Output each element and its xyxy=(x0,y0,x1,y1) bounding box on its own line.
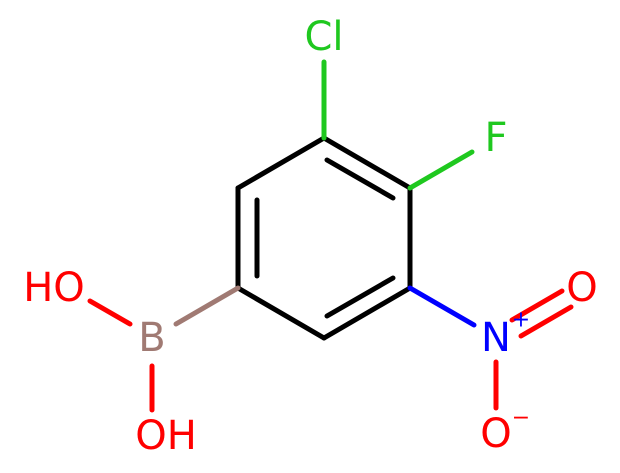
atom-boron: B xyxy=(138,315,165,361)
charge-oxygen-minus: − xyxy=(512,406,530,431)
charge-nitrogen-plus: + xyxy=(512,308,530,333)
ring-bonds xyxy=(235,135,413,341)
atom-oxygen-double: O xyxy=(566,265,597,311)
atom-oxygen-single: O xyxy=(480,411,511,457)
bond-c1-c2 xyxy=(321,135,413,191)
atom-chlorine: Cl xyxy=(304,14,343,60)
atom-hydroxyl-top: HO xyxy=(23,265,85,311)
bond-c2-f xyxy=(407,149,475,191)
substituent-bonds xyxy=(87,59,574,413)
bond-inner-c1-c2 xyxy=(324,157,396,201)
bond-c3-n xyxy=(407,285,477,328)
bond-c6-c1 xyxy=(235,135,327,191)
atom-hydroxyl-bottom: OH xyxy=(135,413,197,459)
bond-b-oh-top xyxy=(87,298,133,327)
bond-n-o-double-b xyxy=(518,304,574,339)
bond-n-o-double-a xyxy=(509,288,565,323)
bond-inner-c3-c4 xyxy=(324,275,396,319)
atom-labels: Cl F N + O O − B HO OH xyxy=(23,14,598,459)
atom-nitrogen: N xyxy=(481,315,511,361)
bond-c4-c5 xyxy=(235,285,327,341)
bond-c3-c4 xyxy=(321,285,413,341)
bond-c5-b xyxy=(173,285,241,327)
atom-fluorine: F xyxy=(484,115,507,161)
